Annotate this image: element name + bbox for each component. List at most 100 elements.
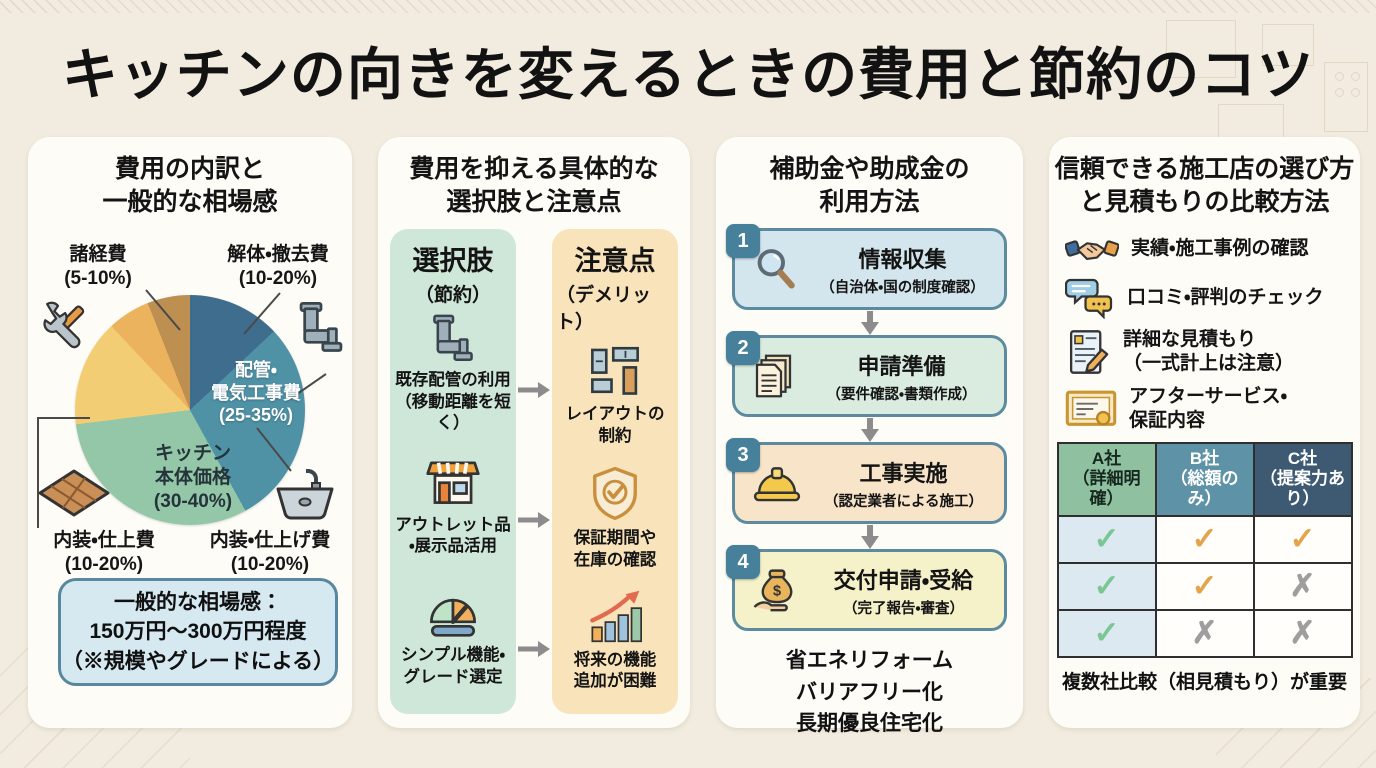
chat-bubbles-icon <box>1065 277 1115 319</box>
arrow-down-icon <box>732 524 1007 549</box>
option-label: シンプル機能・ グレード選定 <box>400 646 506 686</box>
tools-icon <box>38 295 96 351</box>
caution-label: レイアウトの 制約 <box>565 405 665 445</box>
money-bag-icon: $ <box>751 565 803 615</box>
subsidy-heading: 補助金や助成金の 利用方法 <box>769 155 970 216</box>
step-subtitle: （認定業者による施工） <box>823 493 984 510</box>
check-mark: ✓ <box>1252 514 1353 564</box>
step-title: 情報収集 <box>858 246 947 272</box>
option-item: シンプル機能・ グレード選定 <box>401 570 505 702</box>
contractor-checkpoints: 実績・施工事例の確認 口コミ・評判のチェック <box>1065 230 1350 433</box>
arrows-column <box>516 229 552 714</box>
svg-text:$: $ <box>773 584 781 600</box>
checkpoint-item: アフターサービス・ 保証内容 <box>1065 385 1350 433</box>
cross-mark: ✗ <box>1154 608 1255 658</box>
step-title: 工事実施 <box>859 460 948 486</box>
subsidy-example-line: 省エネリフォーム <box>785 649 954 672</box>
comparison-table-row: ✓✓✗ <box>1056 561 1353 611</box>
gauge-icon <box>424 584 482 638</box>
rising-chart-icon <box>587 589 643 643</box>
pie-label-demolition: 解体・撤去費 (10-20%) <box>227 244 329 289</box>
handshake-icon <box>1065 230 1119 268</box>
step-text: 情報収集 （自治体・国の制度確認） <box>809 242 996 297</box>
caution-label: 将来の機能 追加が困難 <box>573 650 657 691</box>
pie-label-kitchen: キッチン 本体価格 (30-40%) <box>153 443 233 512</box>
options-cautions-columns: 選択肢 （節約） <box>390 229 678 714</box>
sink-icon <box>272 465 338 523</box>
subsidy-example-line: 長期優良住宅化 <box>796 712 943 735</box>
step-number-badge: 3 <box>726 438 760 472</box>
step-text: 交付申請・受給 （完了報告・審査） <box>811 563 996 618</box>
step-title: 申請準備 <box>857 353 946 379</box>
wood-floor-icon <box>36 467 112 519</box>
estimate-document-icon <box>1065 328 1111 376</box>
shield-check-icon <box>588 465 642 521</box>
checkpoint-item: 詳細な見積もり （一式計上は注意） <box>1065 328 1350 376</box>
step-box: 4 $ 交付申請・受給 （完了報告・審査） <box>726 545 1007 631</box>
caution-item: 将来の機能 追加が困難 <box>573 579 657 702</box>
company-header-cell: B社 （総額のみ） <box>1154 441 1255 517</box>
documents-icon <box>751 351 799 401</box>
step-box: 3 工事実施 （認定業者による施工） <box>726 438 1007 524</box>
comparison-table-row: ✓✗✗ <box>1056 608 1353 658</box>
contractor-heading: 信頼できる施工店の選び方 と見積もりの比較方法 <box>1054 155 1355 216</box>
cost-breakdown-heading: 費用の内訳と 一般的な相場感 <box>102 155 278 216</box>
checkpoint-label: 詳細な見積もり （一式計上は注意） <box>1123 329 1295 374</box>
savings-options-panel: 費用を抑える具体的な 選択肢と注意点 選択肢 （節約） <box>378 137 690 728</box>
company-comparison-table: A社 （詳細明確） B社 （総額のみ） C社 （提案力あり） ✓✓✓✓✓✗✓✗✗ <box>1056 441 1353 658</box>
panel-row: 費用の内訳と 一般的な相場感 諸経費 (5-10%) 解体・撤去費 (10-20… <box>28 137 1360 735</box>
step-text: 申請準備 （要件確認・書類作成） <box>807 349 996 404</box>
check-mark: ✓ <box>1154 514 1255 564</box>
blueprint-hatch-decor <box>0 0 1376 13</box>
company-header-cell: A社 （詳細明確） <box>1056 441 1157 517</box>
pie-label-piping: 配管・ 電気工事費 (25-35%) <box>211 360 301 425</box>
price-range-summary: 一般的な相場感： 150万円〜300万円程度 （※規模やグレードによる） <box>58 578 338 686</box>
caution-label: 保証期間や 在庫の確認 <box>573 529 657 569</box>
cost-breakdown-panel: 費用の内訳と 一般的な相場感 諸経費 (5-10%) 解体・撤去費 (10-20… <box>28 137 352 728</box>
pipe-icon <box>292 299 350 353</box>
comparison-table-row: ✓✓✓ <box>1056 514 1353 564</box>
checkpoint-item: 口コミ・評判のチェック <box>1065 277 1350 319</box>
arrow-right-icon <box>516 380 552 400</box>
step-subtitle: （完了報告・審査） <box>843 600 964 617</box>
pie-label-misc: 諸経費 (5-10%) <box>64 244 132 289</box>
option-item: アウトレット品 ・展示品活用 <box>395 439 511 571</box>
step-subtitle: （要件確認・書類作成） <box>826 386 977 403</box>
step-number-badge: 4 <box>726 545 760 579</box>
company-header-cell: C社 （提案力あり） <box>1252 441 1353 517</box>
comparison-footer-note: 複数社比較（相見積もり）が重要 <box>1061 671 1347 693</box>
step-number-badge: 2 <box>726 331 760 365</box>
options-subheader: （節約） <box>414 285 491 306</box>
comparison-table-body: ✓✓✓✓✓✗✓✗✗ <box>1056 514 1353 658</box>
step-box: 1 情報収集 （自治体・国の制度確認） <box>726 224 1007 310</box>
arrow-right-icon <box>516 639 552 659</box>
caution-item: レイアウトの 制約 <box>566 334 665 457</box>
checkpoint-label: アフターサービス・ 保証内容 <box>1129 386 1288 431</box>
options-header: 選択肢 <box>412 246 494 276</box>
check-mark: ✓ <box>1056 608 1157 658</box>
check-mark: ✓ <box>1154 561 1255 611</box>
arrow-down-icon <box>732 310 1007 335</box>
pie-label-interior-left: 内装・仕上費 (10-20%) <box>53 530 155 575</box>
page-title: キッチンの向きを変えるときの費用と節約のコツ <box>61 43 1315 106</box>
cautions-subheader: （デメリット） <box>556 285 652 333</box>
step-subtitle: （自治体・国の制度確認） <box>820 279 985 296</box>
checkpoint-item: 実績・施工事例の確認 <box>1065 230 1350 268</box>
cross-mark: ✗ <box>1252 608 1353 658</box>
subsidy-steps: 1 情報収集 （自治体・国の制度確認） <box>726 224 1007 631</box>
room-layout-icon <box>587 343 643 397</box>
helmet-icon <box>751 460 803 506</box>
subsidy-example-line: バリアフリー化 <box>796 680 943 704</box>
subsidy-panel: 補助金や助成金の 利用方法 1 情報収集 （自治体・国の制度確認） <box>716 137 1023 735</box>
contractor-panel: 信頼できる施工店の選び方 と見積もりの比較方法 実績・施工事例の確認 <box>1049 137 1360 728</box>
savings-heading: 費用を抑える具体的な 選択肢と注意点 <box>409 155 659 216</box>
step-title: 交付申請・受給 <box>833 567 974 593</box>
magnifier-icon <box>751 244 801 294</box>
subsidy-examples: 省エネリフォーム バリアフリー化 長期優良住宅化 <box>716 645 1023 740</box>
checkpoint-label: 実績・施工事例の確認 <box>1131 238 1309 260</box>
step-text: 工事実施 （認定業者による施工） <box>811 456 996 511</box>
pipe-icon <box>426 311 480 363</box>
arrow-down-icon <box>732 417 1007 442</box>
option-label: アウトレット品 ・展示品活用 <box>395 515 511 555</box>
